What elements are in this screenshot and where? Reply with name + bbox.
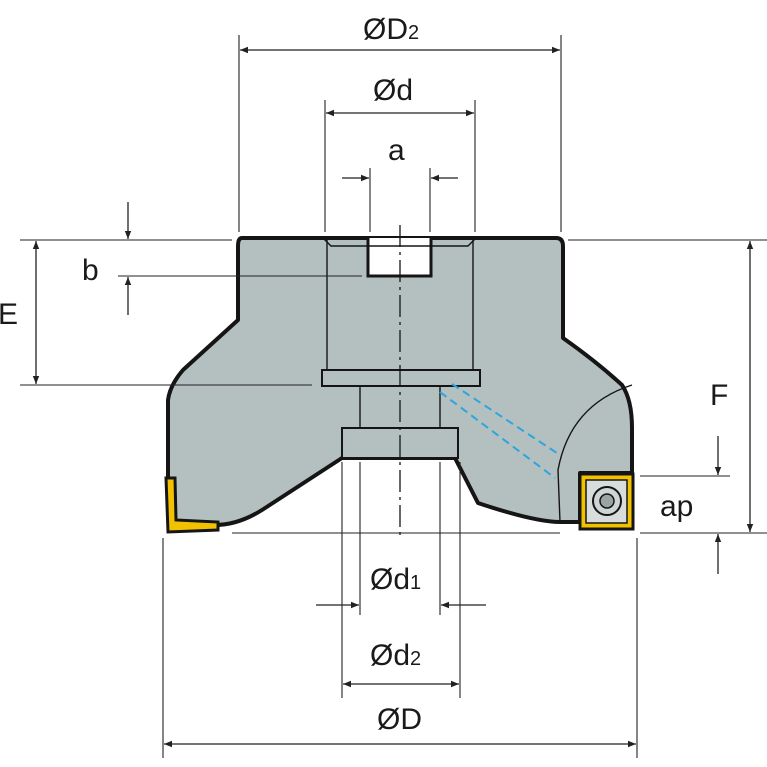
label-D2: ØD2 — [363, 13, 419, 46]
extension-lines — [20, 35, 767, 758]
label-d2: Ød2 — [370, 639, 421, 672]
label-b: b — [82, 254, 99, 287]
label-d1: Ød1 — [370, 563, 421, 596]
label-D: ØD — [377, 703, 422, 736]
label-a: a — [388, 134, 405, 167]
torx-screw-icon — [592, 486, 622, 516]
label-E: E — [0, 298, 18, 331]
label-ap: ap — [660, 490, 693, 523]
square-insert — [578, 472, 635, 531]
label-d: Ød — [373, 74, 413, 107]
dimension-lines — [32, 46, 754, 748]
left-insert — [164, 476, 220, 534]
label-F: F — [710, 379, 728, 412]
